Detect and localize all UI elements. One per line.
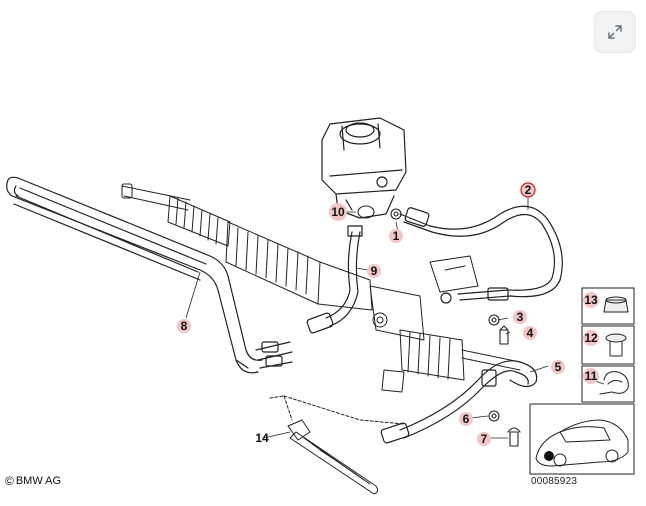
svg-text:3: 3 bbox=[517, 310, 524, 324]
location-dot bbox=[544, 451, 554, 461]
svg-text:9: 9 bbox=[371, 264, 378, 278]
callout-8[interactable]: 8 bbox=[177, 319, 191, 333]
callout-7[interactable]: 7 bbox=[477, 432, 491, 446]
svg-text:7: 7 bbox=[481, 432, 488, 446]
callout-12[interactable]: 12 bbox=[583, 330, 599, 346]
svg-text:1: 1 bbox=[393, 229, 400, 243]
diagram-reference-number: 00085923 bbox=[531, 476, 578, 487]
expand-arrows-icon bbox=[608, 25, 622, 39]
hose-9 bbox=[306, 225, 363, 334]
car-thumbnail bbox=[529, 403, 635, 475]
callout-11[interactable]: 11 bbox=[583, 368, 599, 384]
bracket-14 bbox=[269, 395, 405, 495]
callout-6[interactable]: 6 bbox=[459, 412, 473, 426]
hose-2 bbox=[399, 205, 563, 304]
svg-text:2: 2 bbox=[525, 183, 532, 197]
callout-3[interactable]: 3 bbox=[513, 310, 527, 324]
brand-credit: © BMW AG bbox=[5, 474, 61, 488]
brand-name: BMW AG bbox=[15, 475, 62, 487]
callout-1[interactable]: 1 bbox=[389, 229, 403, 243]
svg-text:5: 5 bbox=[555, 360, 562, 374]
callout-14[interactable]: 14 bbox=[255, 431, 269, 445]
hose-5 bbox=[380, 360, 538, 444]
copyright-symbol: © bbox=[5, 474, 14, 488]
callout-13[interactable]: 13 bbox=[583, 292, 599, 308]
svg-text:6: 6 bbox=[463, 412, 470, 426]
svg-text:4: 4 bbox=[527, 326, 534, 340]
steering-rack bbox=[121, 183, 521, 393]
svg-text:8: 8 bbox=[181, 319, 188, 333]
callout-4[interactable]: 4 bbox=[523, 326, 537, 340]
expand-button[interactable] bbox=[594, 11, 636, 53]
callout-2[interactable]: 2 bbox=[520, 182, 536, 198]
svg-text:11: 11 bbox=[585, 369, 598, 383]
callout-5[interactable]: 5 bbox=[551, 360, 565, 374]
svg-text:12: 12 bbox=[584, 331, 598, 345]
hose-8 bbox=[6, 176, 293, 374]
svg-text:10: 10 bbox=[331, 205, 345, 219]
fluid-reservoir bbox=[321, 117, 407, 219]
svg-text:14: 14 bbox=[255, 431, 269, 445]
callout-9[interactable]: 9 bbox=[367, 264, 381, 278]
small-parts bbox=[357, 205, 521, 447]
svg-text:13: 13 bbox=[584, 293, 598, 307]
callout-10[interactable]: 10 bbox=[329, 203, 347, 221]
